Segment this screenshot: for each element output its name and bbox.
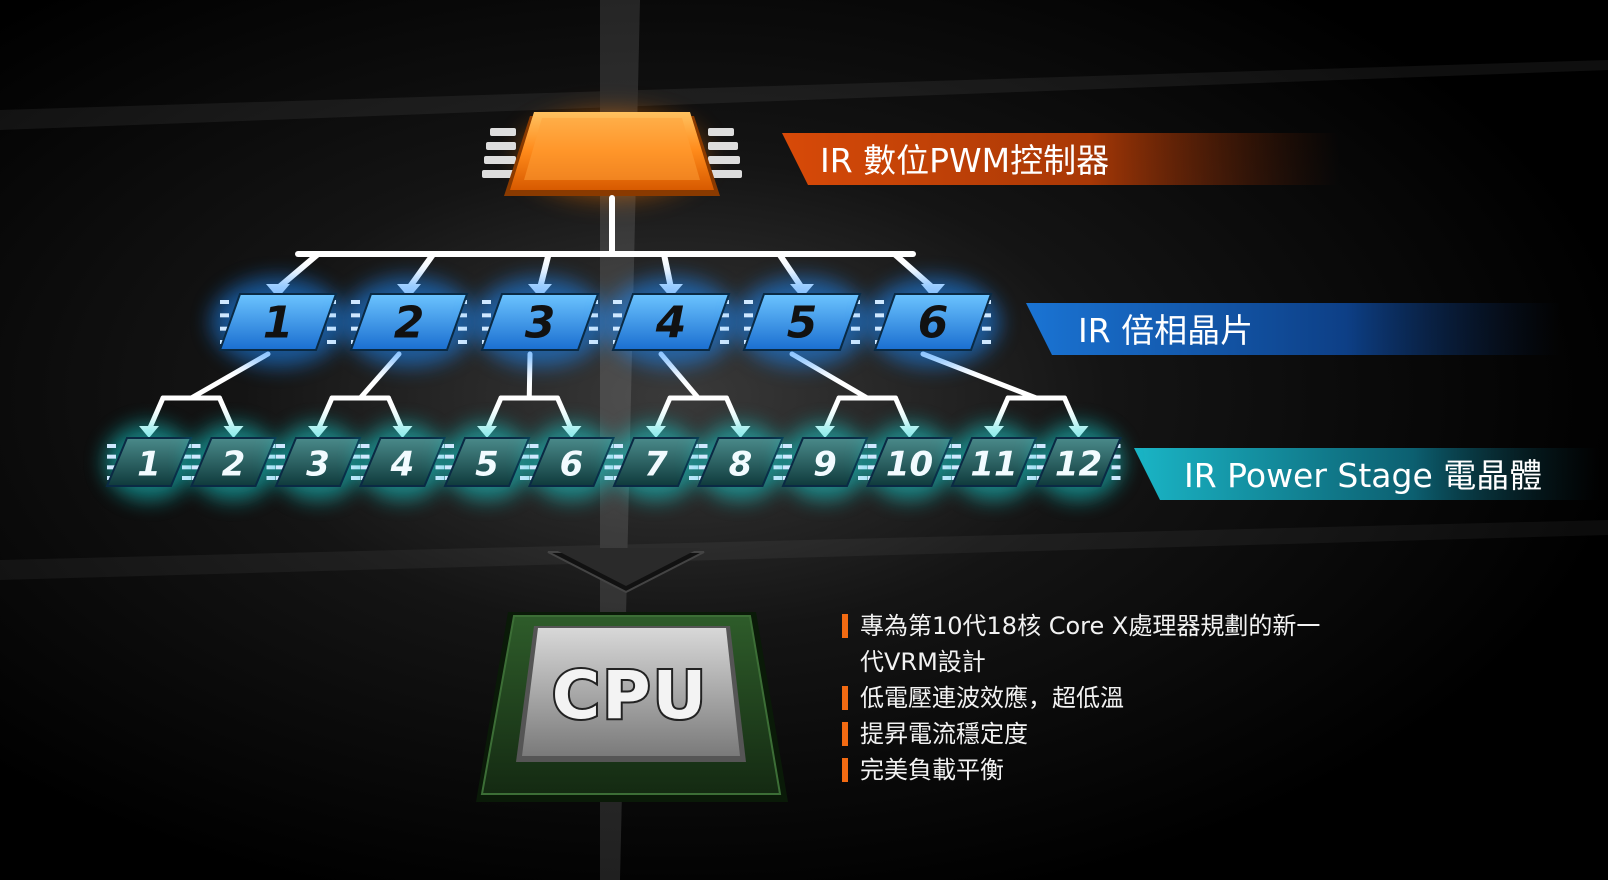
power-stage-chip-number: 6 xyxy=(560,444,584,484)
power-stage-chip: 1 xyxy=(104,423,194,501)
controller-banner: IR 數位PWM控制器 xyxy=(782,133,1340,185)
doubler-chip: 4 xyxy=(603,277,739,367)
power-stage-chip: 5 xyxy=(442,423,532,501)
cpu-chip-icon: CPU xyxy=(476,612,788,802)
doubler-chip: 3 xyxy=(472,277,608,367)
doubler-chip-number: 4 xyxy=(655,298,687,349)
doubler-chip: 5 xyxy=(734,277,870,367)
feature-list: 專為第10代18核 Core X處理器規劃的新一代VRM設計 低電壓連波效應，超… xyxy=(842,608,1322,788)
feature-item: 低電壓連波效應，超低溫 xyxy=(842,680,1322,716)
feature-item: 完美負載平衡 xyxy=(842,752,1322,788)
power-stage-chip-number: 7 xyxy=(644,444,668,484)
power-stage-chip-number: 3 xyxy=(306,444,330,484)
power-stage-chip: 6 xyxy=(526,423,617,501)
power-stage-chip-number: 4 xyxy=(390,444,415,484)
doubler-chip-row: 1 2 3 4 5 6 xyxy=(210,277,1001,367)
doubler-label: IR 倍相晶片 xyxy=(1078,311,1253,350)
pwm-controller-chip xyxy=(482,112,742,196)
doubler-chip-number: 5 xyxy=(787,298,818,349)
doubler-chip-number: 1 xyxy=(263,298,294,349)
power-stage-label: IR Power Stage 電晶體 xyxy=(1184,456,1542,495)
power-stage-chip-number: 2 xyxy=(222,444,246,484)
doubler-chip: 6 xyxy=(865,277,1001,367)
doubler-chip-number: 2 xyxy=(394,298,425,349)
power-stage-chip: 9 xyxy=(780,423,870,501)
power-stage-banner: IR Power Stage 電晶體 xyxy=(1134,448,1600,500)
power-stage-chip-number: 5 xyxy=(475,444,499,484)
power-stage-chip-number: 1 xyxy=(137,444,161,484)
down-arrow-icon xyxy=(547,548,705,594)
cpu-label: CPU xyxy=(552,657,708,734)
power-stage-chip-number: 8 xyxy=(729,444,753,484)
doubler-chip: 2 xyxy=(341,277,477,367)
power-stage-chip: 7 xyxy=(611,423,701,501)
doubler-chip-number: 6 xyxy=(918,298,949,349)
power-stage-chip: 2 xyxy=(188,423,279,501)
power-stage-chip: 10 xyxy=(864,423,955,501)
doubler-chip-number: 3 xyxy=(525,298,556,349)
doubler-banner: IR 倍相晶片 xyxy=(1026,303,1560,355)
controller-label: IR 數位PWM控制器 xyxy=(820,141,1109,180)
feature-item: 專為第10代18核 Core X處理器規劃的新一代VRM設計 xyxy=(842,608,1322,680)
power-stage-chip-number: 12 xyxy=(1055,444,1102,484)
feature-item: 提昇電流穩定度 xyxy=(842,716,1322,752)
power-stage-chip-number: 11 xyxy=(970,444,1017,484)
power-stage-chip: 12 xyxy=(1033,423,1124,501)
power-stage-chip: 3 xyxy=(273,423,363,501)
power-stage-chip: 8 xyxy=(695,423,786,501)
power-stage-chip: 4 xyxy=(357,423,448,501)
power-stage-chip-number: 9 xyxy=(813,444,837,484)
doubler-chip: 1 xyxy=(210,277,346,367)
power-stage-chip: 11 xyxy=(949,423,1039,501)
power-stage-chip-number: 10 xyxy=(886,444,933,484)
